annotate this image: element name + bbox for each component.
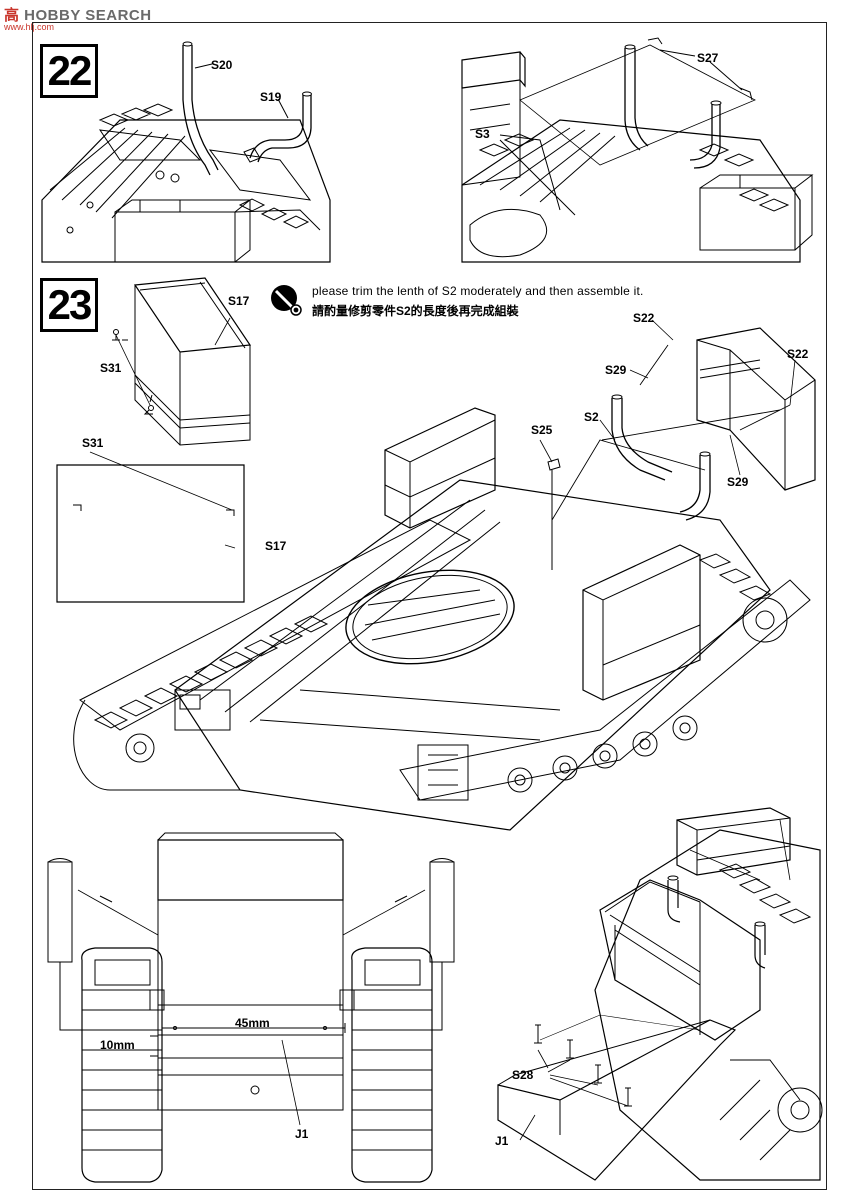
part-label-s29-left: S29	[605, 363, 627, 377]
side-rear-illustration	[498, 808, 822, 1180]
step23-main-tank	[74, 328, 815, 830]
s17-side-view	[57, 452, 244, 602]
warning-icon	[271, 285, 302, 316]
watermark-url: www.hlj.com	[4, 22, 55, 32]
rear-view-illustration	[48, 833, 454, 1182]
s17-box-illustration	[112, 278, 250, 445]
part-label-s22-top: S22	[633, 311, 655, 325]
part-label-s17-box: S17	[228, 294, 250, 308]
watermark: 高 HOBBY SEARCH	[4, 4, 152, 25]
part-label-s31-box: S31	[100, 361, 122, 375]
part-label-s22-right: S22	[787, 347, 809, 361]
trim-note-english: please trim the lenth of S2 moderately a…	[312, 284, 644, 298]
part-label-s19: S19	[260, 90, 282, 104]
part-label-s2: S2	[584, 410, 599, 424]
watermark-part1: 高	[4, 7, 25, 24]
part-label-s28: S28	[512, 1068, 534, 1082]
step-number-box-23: 23	[40, 278, 98, 332]
step22-left-illustration	[42, 42, 330, 262]
watermark-part2: HOBBY SEARCH	[24, 7, 152, 24]
part-label-s17-side: S17	[265, 539, 287, 553]
part-label-s25: S25	[531, 423, 553, 437]
part-label-s3: S3	[475, 127, 490, 141]
part-label-j1-rear: J1	[295, 1127, 309, 1141]
part-label-s27: S27	[697, 51, 719, 65]
part-label-j1-side: J1	[495, 1134, 509, 1148]
dimension-10mm: 10mm	[100, 1038, 135, 1052]
step22-right-illustration	[462, 38, 812, 262]
trim-note-chinese: 請酌量修剪零件S2的長度後再完成組裝	[312, 304, 519, 318]
part-label-s31-side: S31	[82, 436, 104, 450]
part-label-s29-right: S29	[727, 475, 749, 489]
leader-lines	[116, 318, 795, 548]
step-number-box-22: 22	[40, 44, 98, 98]
part-label-s20: S20	[211, 58, 233, 72]
dimension-45mm: 45mm	[235, 1016, 270, 1030]
page-frame	[32, 22, 827, 1190]
